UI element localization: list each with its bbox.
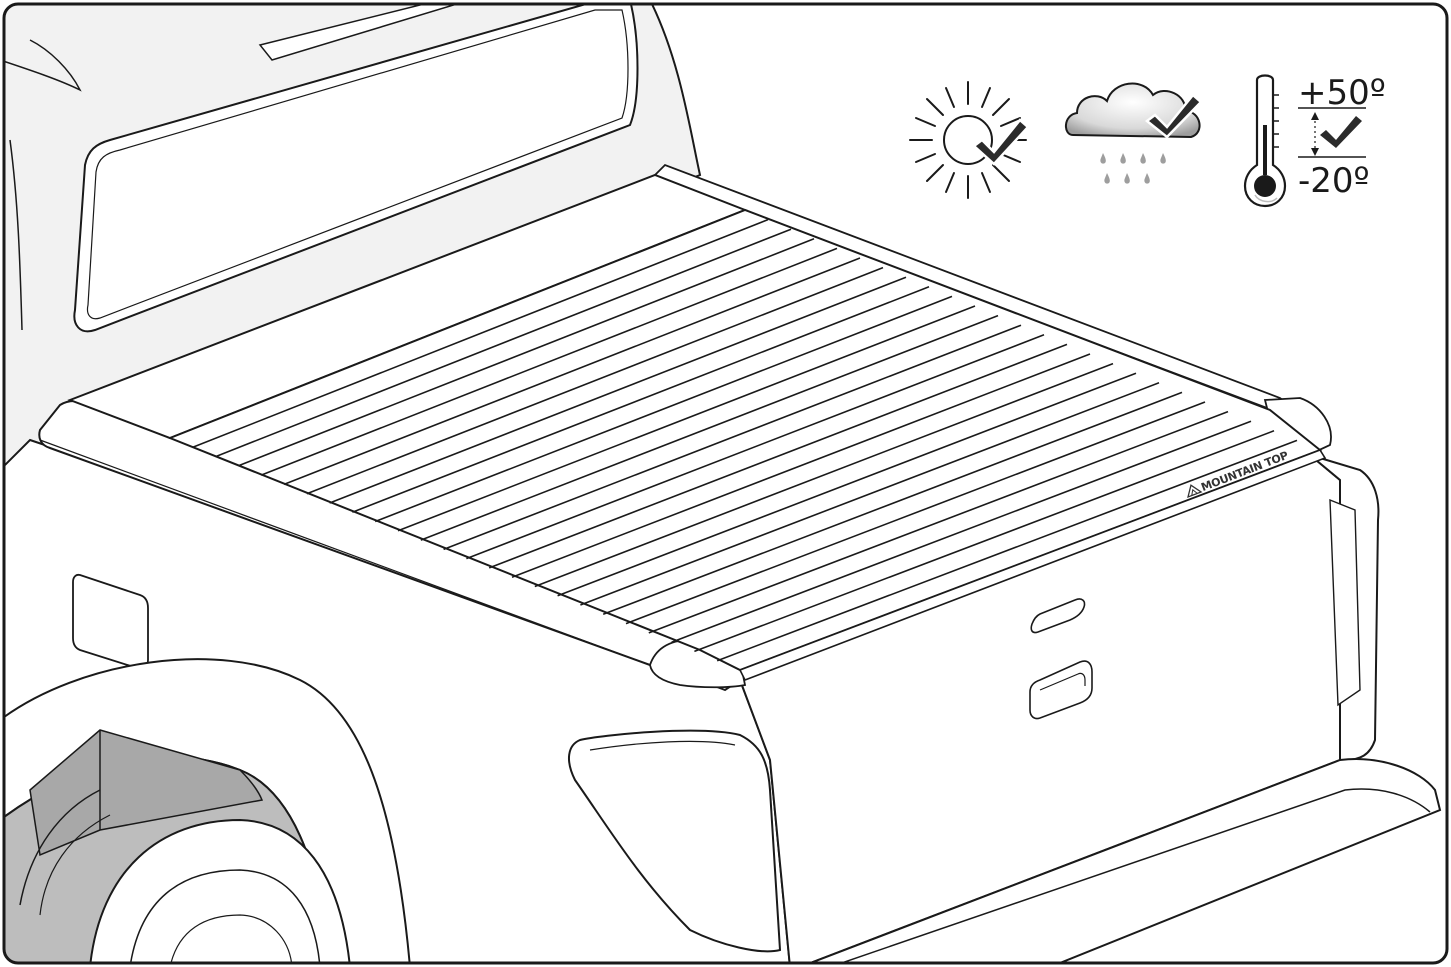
cover-slats <box>192 218 1298 662</box>
cover-slat <box>602 391 1183 616</box>
cover-slat <box>215 228 792 458</box>
temperature-max: +50º <box>1298 73 1386 113</box>
temperature-min: -20º <box>1298 161 1370 201</box>
cover-slat <box>374 295 953 523</box>
cover-slat <box>557 372 1137 597</box>
cover-slat <box>352 286 930 513</box>
left-rear-cap <box>649 639 747 689</box>
cover-slat <box>260 247 838 476</box>
left-taillight <box>568 729 782 953</box>
cover-slat <box>694 430 1275 653</box>
right-rear-cap <box>1263 397 1332 454</box>
rear-bumper <box>799 758 1442 963</box>
cover-slat <box>716 439 1298 662</box>
tailgate-release-slot <box>1030 598 1086 634</box>
cover-slat <box>192 218 769 449</box>
cover-slat <box>443 324 1022 551</box>
cover-slat <box>420 314 999 541</box>
cover-slat <box>466 334 1045 560</box>
cover-slat <box>580 382 1160 606</box>
cover-rear-rail <box>738 449 1327 682</box>
cover-slat <box>306 266 884 495</box>
cover-slat <box>671 420 1252 643</box>
cover-slat <box>397 305 976 532</box>
cover-slat <box>648 410 1229 634</box>
tailgate-handle <box>1029 660 1093 720</box>
check-icon <box>972 118 1030 166</box>
cover-slat <box>283 257 861 486</box>
thermometer-icon <box>1243 74 1287 208</box>
cover-slat <box>511 353 1091 578</box>
cover-slat <box>625 401 1206 625</box>
tire <box>88 818 352 963</box>
cover-slat <box>329 276 907 504</box>
rain-cloud-check-icon <box>1065 82 1203 184</box>
cover-slat <box>488 343 1068 569</box>
sun-check-icon <box>909 81 1030 199</box>
cover-slat <box>534 362 1114 588</box>
cover-slat <box>238 238 815 467</box>
range-check-icon <box>1320 116 1362 148</box>
rain-drops <box>1100 153 1166 184</box>
temperature-range: +50º -20º <box>1298 73 1386 201</box>
